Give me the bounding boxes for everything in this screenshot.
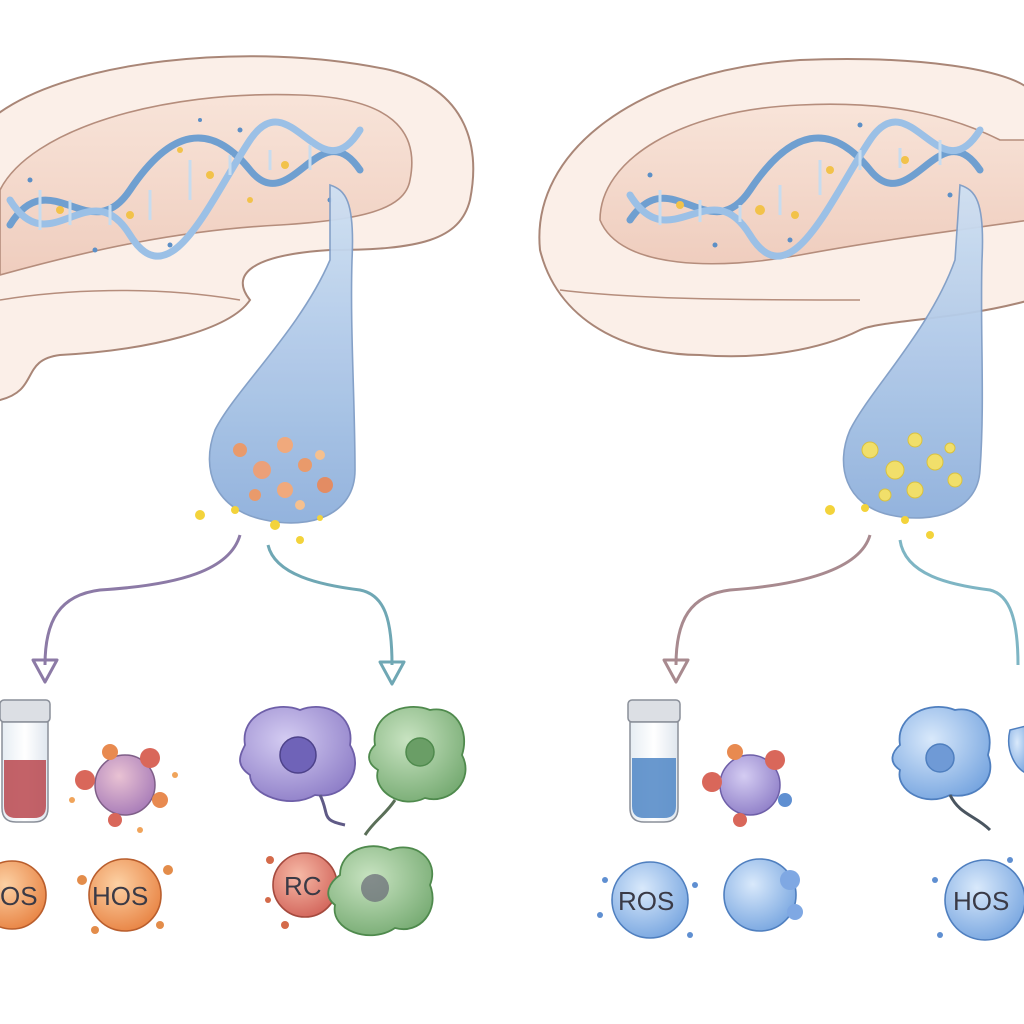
left-molecule-cluster: [69, 744, 178, 833]
label-ros: ROS: [618, 886, 674, 916]
left-green-cluster: [327, 845, 434, 937]
right-vial: [627, 699, 681, 823]
label-os: OS: [0, 881, 38, 911]
label-rc: RC: [284, 871, 322, 901]
right-blue-cell: [891, 706, 1024, 832]
label-hos-right: HOS: [953, 886, 1009, 916]
right-arrow-to-cells: [898, 539, 1020, 666]
right-tissue-fold: [559, 289, 861, 301]
label-hos: HOS: [92, 881, 148, 911]
left-label-molecule-hos: HOS: [77, 858, 173, 934]
right-granules: [861, 432, 963, 502]
right-dna-helix: [626, 118, 984, 260]
left-vial: [0, 699, 51, 823]
left-label-molecule-rc: RC: [265, 852, 338, 929]
left-arrow-to-cells: [266, 544, 394, 666]
left-granules: [233, 437, 333, 510]
left-arrowhead-cells: [378, 660, 406, 686]
left-label-molecule-os: OS: [0, 860, 47, 930]
right-funnel: [842, 183, 984, 519]
right-label-molecule-hos: HOS: [932, 857, 1024, 941]
right-arrowhead-chemicals: [662, 658, 690, 684]
right-molecule-cluster: [702, 744, 792, 827]
left-dna-helix: [6, 118, 364, 260]
right-blue-molecule: [723, 858, 803, 932]
left-purple-cell: [239, 706, 356, 827]
right-arrow-to-chemicals: [674, 534, 872, 666]
right-sparks: [825, 504, 934, 539]
left-sparks: [195, 506, 323, 544]
left-tissue-fold: [0, 289, 241, 301]
right-tissue-inner: [599, 103, 1024, 265]
left-arrow-to-chemicals: [43, 534, 242, 666]
left-green-cell: [363, 706, 467, 836]
right-label-molecule-ros: ROS: [597, 861, 698, 939]
left-funnel: [208, 183, 356, 524]
left-arrowhead-chemicals: [31, 658, 59, 684]
left-panel: OS HOS RC: [0, 55, 475, 937]
right-panel: ROS HOS: [538, 58, 1024, 941]
